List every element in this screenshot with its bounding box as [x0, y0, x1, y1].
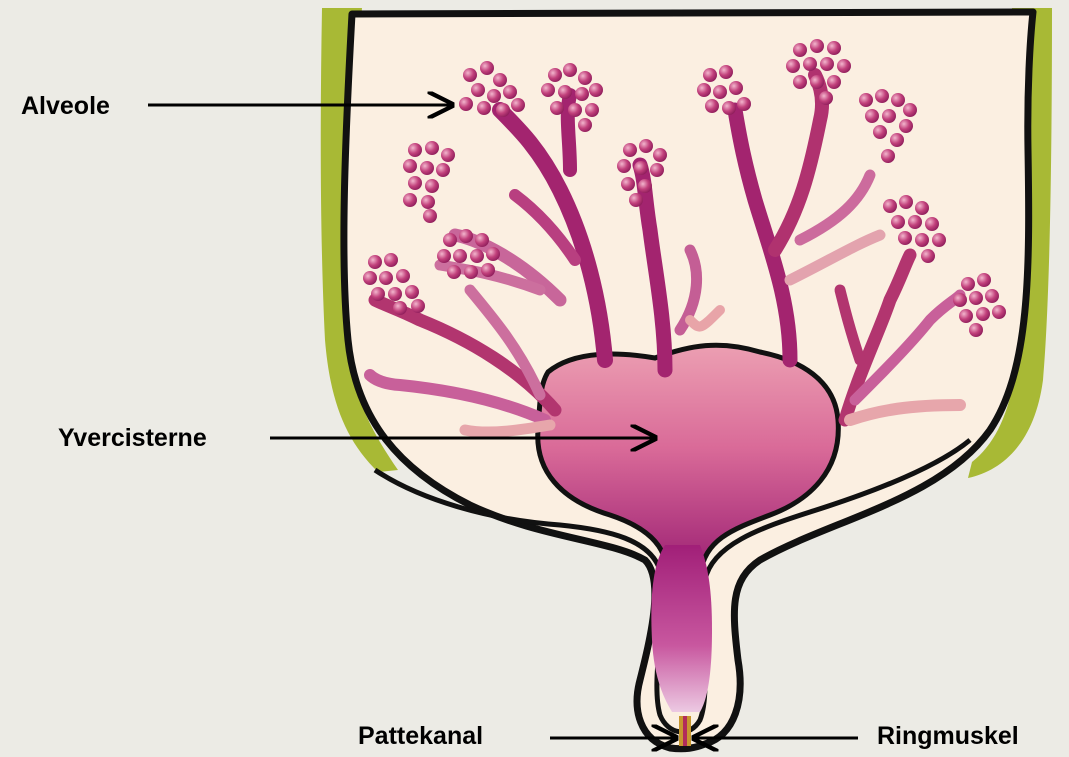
label-yvercisterne: Yvercisterne	[58, 426, 207, 451]
label-alveole: Alveole	[21, 94, 110, 119]
teat-cistern	[651, 545, 712, 712]
label-ringmuskel: Ringmuskel	[877, 724, 1019, 749]
label-pattekanal: Pattekanal	[358, 724, 483, 749]
